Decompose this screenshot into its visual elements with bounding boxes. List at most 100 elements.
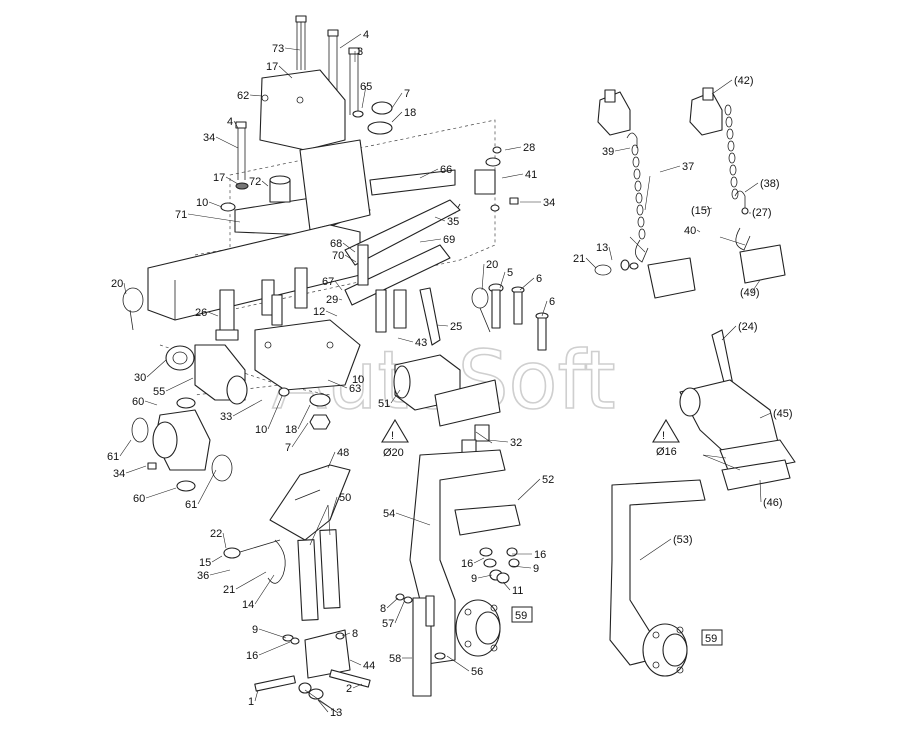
part-label: 35: [447, 216, 459, 228]
washer-65: [352, 110, 364, 118]
part-label: 16: [534, 549, 546, 561]
part-label: 65: [360, 81, 372, 93]
callout-box-59a: [511, 606, 533, 623]
block-41: [474, 169, 496, 195]
bolt-1: [254, 675, 296, 692]
part-label: 7: [404, 88, 410, 100]
part-label: 60: [133, 493, 145, 505]
plate-52a: [434, 379, 501, 427]
ring-60-top: [176, 397, 196, 409]
shackle-38: [734, 190, 746, 210]
part-label: 18: [285, 424, 297, 436]
leader-line: [744, 182, 759, 193]
leader-line-extra: [309, 504, 329, 546]
leader-line: [751, 279, 761, 293]
washer-18: [367, 121, 393, 135]
part-label: 34: [113, 468, 125, 480]
leader-line: [344, 254, 357, 263]
pin-25: [419, 287, 441, 346]
leader-line: [419, 238, 442, 243]
part-label: 14: [242, 599, 254, 611]
leader-line: [327, 451, 336, 469]
leader-line-extra: [702, 454, 741, 471]
part-label: 34: [203, 132, 215, 144]
leader-line: [144, 400, 158, 406]
leader-line: [145, 487, 177, 499]
part-label: 20: [111, 278, 123, 290]
callout-59b: 59: [705, 633, 717, 645]
part-label: 9: [471, 573, 477, 585]
callout-59a: 59: [515, 610, 527, 622]
leader-line-extra: [475, 431, 493, 444]
part-label: 6: [536, 273, 542, 285]
bracket-left: [647, 257, 696, 299]
part-label: 25: [450, 321, 462, 333]
hook-right: [735, 227, 751, 251]
part-label: 22: [210, 528, 222, 540]
part-label: 8: [380, 603, 386, 615]
part-label: 63: [349, 383, 361, 395]
part-label: 56: [471, 666, 483, 678]
part-label: 68: [330, 238, 342, 250]
leader-line: [327, 379, 348, 389]
part-label: (45): [773, 408, 793, 420]
part-label: 12: [313, 306, 325, 318]
leader-line: [233, 120, 239, 129]
pin-43a: [375, 289, 387, 333]
leader-line: [541, 300, 548, 317]
vertical-frame: [299, 139, 371, 231]
nut-7b: [309, 414, 331, 430]
warning-triangle-left: [381, 418, 409, 443]
leader-line: [261, 180, 269, 187]
callout-box-59b: [701, 629, 723, 646]
leader-line: [258, 641, 291, 656]
leader-line: [759, 479, 762, 503]
ring-21: [594, 264, 612, 276]
part-label: 2: [346, 683, 352, 695]
leader-line: [222, 532, 227, 549]
part-label: 17: [213, 172, 225, 184]
part-label: 3: [357, 46, 363, 58]
leader-line: [419, 168, 439, 179]
leader-line: [511, 565, 532, 569]
link-69-upper: [344, 199, 461, 266]
plate-50b: [319, 529, 341, 609]
leader-line: [477, 574, 493, 579]
part-label: 41: [525, 169, 537, 181]
leader-line: [187, 213, 241, 223]
leader-line-extra: [719, 236, 746, 246]
part-label: 26: [195, 307, 207, 319]
leader-line: [209, 569, 231, 576]
part-label: 11: [512, 585, 523, 597]
leader-line: [659, 165, 681, 173]
part-label: 37: [682, 161, 694, 173]
plate-46b: [721, 459, 791, 491]
plate-50a: [297, 539, 319, 621]
part-label: 7: [285, 442, 291, 454]
leader-line: [473, 557, 485, 564]
clamp-left: [597, 89, 631, 136]
pin-68: [357, 244, 369, 286]
leader-line: [165, 377, 194, 392]
nut-7: [371, 101, 393, 115]
leader-line: [434, 216, 446, 222]
hub-59-center: [455, 599, 501, 657]
part-label: 9: [533, 563, 539, 575]
leader-line: [639, 538, 672, 561]
leader-line: [325, 310, 338, 317]
bolt-73: [295, 15, 307, 70]
part-label: 9: [252, 624, 258, 636]
part-label: 61: [107, 451, 119, 463]
leader-line: [291, 422, 309, 448]
leader-line: [696, 229, 701, 233]
ring-60-bottom: [176, 480, 196, 492]
leader-line: [341, 632, 351, 637]
warning-triangle-right: [652, 418, 680, 443]
part-label: 21: [573, 253, 585, 265]
leader-line: [119, 439, 132, 457]
part-label: 40: [684, 225, 696, 237]
hook-left: [635, 239, 649, 263]
leader-line: [501, 173, 524, 179]
